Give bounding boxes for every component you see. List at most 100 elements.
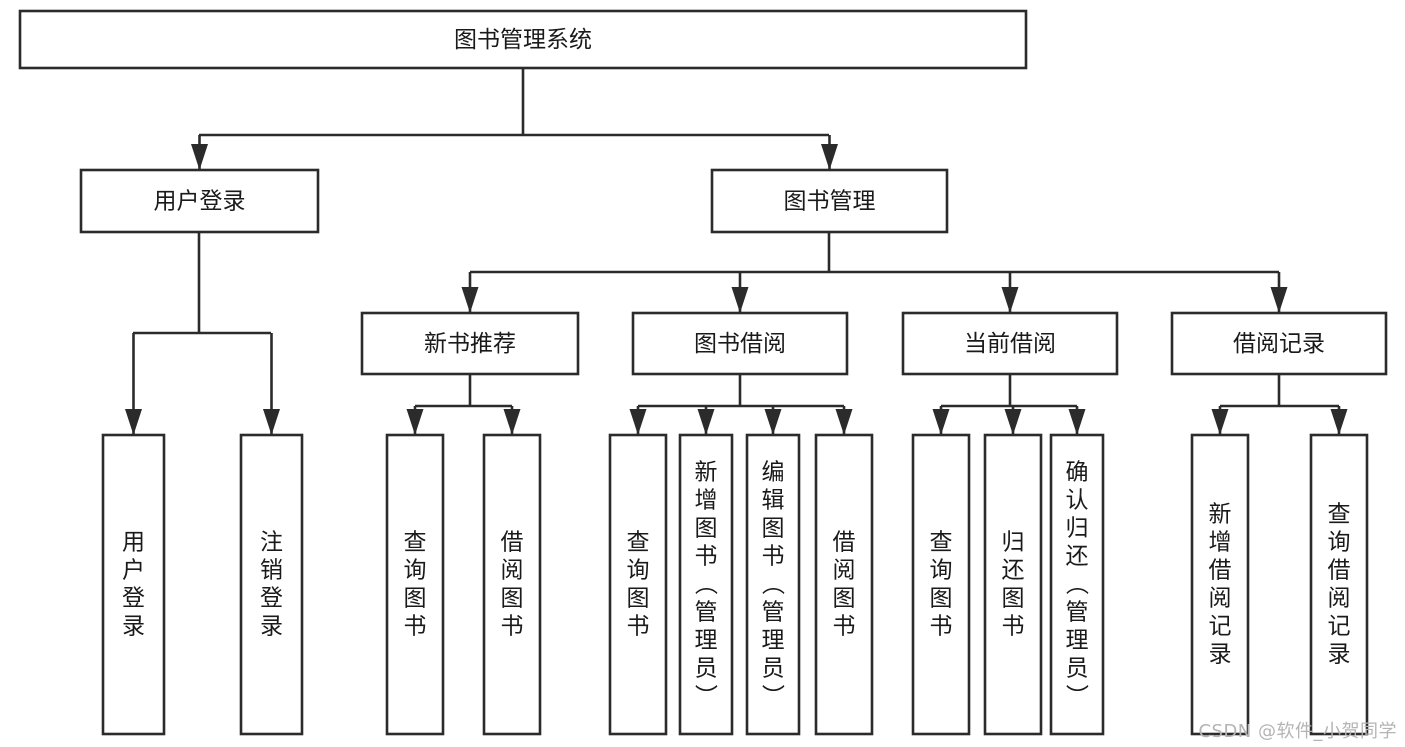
node-box-root[interactable] bbox=[18, 9, 1028, 70]
arrow-head-icon-leaf-add-record bbox=[1211, 409, 1229, 435]
node-label-book-manage: 图书管理 bbox=[784, 189, 876, 215]
node-label-char-leaf-return-book-2: 图 bbox=[1002, 586, 1025, 612]
arrow-head-icon-leaf-return-book bbox=[1004, 409, 1022, 435]
node-label-char-leaf-confirm-return-7: 员 bbox=[1066, 656, 1089, 682]
node-label-char-leaf-add-book-5: 管 bbox=[695, 600, 718, 626]
node-box-new-book-rec[interactable] bbox=[360, 311, 580, 376]
node-label-char-leaf-add-record-2: 借 bbox=[1209, 558, 1232, 584]
node-label-char-leaf-edit-book-8: ） bbox=[759, 684, 785, 707]
arrow-head-icon-leaf-query-book-1 bbox=[406, 409, 424, 435]
node-book-manage[interactable]: 图书管理 bbox=[710, 168, 949, 234]
node-box-leaf-borrow-book-1[interactable] bbox=[482, 433, 542, 736]
node-label-char-leaf-edit-book-0: 编 bbox=[762, 460, 785, 486]
node-user-login[interactable]: 用户登录 bbox=[79, 168, 320, 234]
node-label-char-leaf-return-book-0: 归 bbox=[1002, 530, 1025, 556]
node-label-char-leaf-query-record-3: 阅 bbox=[1328, 586, 1351, 612]
node-label-char-leaf-user-login-2: 登 bbox=[122, 586, 145, 612]
arrow-head-icon-leaf-logout bbox=[263, 409, 280, 435]
node-label-char-leaf-query-record-2: 借 bbox=[1328, 558, 1351, 584]
node-leaf-user-login[interactable]: 用户登录 bbox=[101, 433, 166, 736]
node-box-leaf-add-record[interactable] bbox=[1190, 433, 1250, 736]
arrow-head-icon-user-login bbox=[191, 144, 208, 170]
node-box-leaf-logout[interactable] bbox=[239, 433, 304, 736]
node-label-char-leaf-add-book-1: 增 bbox=[695, 488, 718, 514]
node-label-new-book-rec: 新书推荐 bbox=[424, 331, 516, 357]
node-label-char-leaf-logout-1: 销 bbox=[260, 558, 283, 584]
arrow-head-icon-leaf-borrow-book-1 bbox=[503, 409, 521, 435]
node-label-char-leaf-logout-3: 录 bbox=[260, 614, 283, 640]
node-box-leaf-confirm-return[interactable] bbox=[1049, 433, 1105, 736]
node-box-book-borrow[interactable] bbox=[631, 311, 849, 376]
node-borrow-record[interactable]: 借阅记录 bbox=[1170, 311, 1388, 376]
node-label-char-leaf-edit-book-4: （ bbox=[759, 572, 785, 595]
node-box-book-manage[interactable] bbox=[710, 168, 949, 234]
node-box-leaf-user-login[interactable] bbox=[101, 433, 166, 736]
node-label-char-leaf-confirm-return-6: 理 bbox=[1066, 628, 1089, 654]
node-label-char-leaf-query-book-2-3: 书 bbox=[627, 614, 650, 640]
node-label-char-leaf-add-record-4: 记 bbox=[1209, 614, 1232, 640]
node-new-book-rec[interactable]: 新书推荐 bbox=[360, 311, 580, 376]
node-label-char-leaf-borrow-book-2-3: 书 bbox=[833, 614, 856, 640]
node-label-char-leaf-logout-2: 登 bbox=[260, 586, 283, 612]
node-root[interactable]: 图书管理系统 bbox=[18, 9, 1028, 70]
node-label-char-leaf-confirm-return-5: 管 bbox=[1066, 600, 1089, 626]
node-label-char-leaf-edit-book-1: 辑 bbox=[762, 488, 785, 514]
node-label-char-leaf-confirm-return-2: 归 bbox=[1066, 516, 1089, 542]
arrow-head-icon-leaf-user-login bbox=[125, 409, 142, 435]
node-label-borrow-record: 借阅记录 bbox=[1233, 331, 1325, 357]
node-label-root: 图书管理系统 bbox=[454, 27, 592, 53]
node-label-char-leaf-borrow-book-2-0: 借 bbox=[833, 530, 856, 556]
node-box-leaf-borrow-book-2[interactable] bbox=[814, 433, 874, 736]
node-label-char-leaf-add-book-0: 新 bbox=[695, 460, 718, 486]
node-box-leaf-query-record[interactable] bbox=[1309, 433, 1369, 736]
node-label-char-leaf-edit-book-3: 书 bbox=[762, 544, 785, 570]
node-box-borrow-record[interactable] bbox=[1170, 311, 1388, 376]
node-box-leaf-return-book[interactable] bbox=[983, 433, 1043, 736]
node-label-char-leaf-add-record-5: 录 bbox=[1209, 642, 1232, 668]
node-label-char-leaf-return-book-3: 书 bbox=[1002, 614, 1025, 640]
node-box-current-borrow[interactable] bbox=[901, 311, 1119, 376]
arrow-head-icon-leaf-add-book bbox=[697, 409, 715, 435]
node-box-leaf-edit-book[interactable] bbox=[745, 433, 801, 736]
node-label-char-leaf-confirm-return-8: ） bbox=[1063, 684, 1089, 707]
node-label-char-leaf-edit-book-2: 图 bbox=[762, 516, 785, 542]
node-box-leaf-query-book-1[interactable] bbox=[385, 433, 445, 736]
node-box-leaf-query-book-3[interactable] bbox=[911, 433, 971, 736]
arrow-head-icon-leaf-query-record bbox=[1330, 409, 1348, 435]
arrow-head-icon-borrow-record bbox=[1270, 287, 1288, 313]
node-label-char-leaf-logout-0: 注 bbox=[260, 530, 283, 556]
node-book-borrow[interactable]: 图书借阅 bbox=[631, 311, 849, 376]
node-label-char-leaf-user-login-0: 用 bbox=[122, 530, 145, 556]
arrow-head-icon-leaf-edit-book bbox=[764, 409, 782, 435]
node-label-char-leaf-borrow-book-1-2: 图 bbox=[501, 586, 524, 612]
arrow-head-icon-new-book-rec bbox=[461, 287, 479, 313]
node-label-char-leaf-query-book-1-1: 询 bbox=[404, 558, 427, 584]
node-label-char-leaf-add-book-4: （ bbox=[692, 572, 718, 595]
arrow-head-icon-leaf-query-book-3 bbox=[932, 409, 950, 435]
node-label-char-leaf-add-record-3: 阅 bbox=[1209, 586, 1232, 612]
node-box-leaf-add-book[interactable] bbox=[678, 433, 734, 736]
node-box-user-login[interactable] bbox=[79, 168, 320, 234]
node-box-leaf-query-book-2[interactable] bbox=[608, 433, 668, 736]
csdn-watermark: CSDN @软件_小贺同学 bbox=[1198, 721, 1397, 742]
node-label-char-leaf-query-record-4: 记 bbox=[1328, 614, 1351, 640]
node-label-char-leaf-edit-book-7: 员 bbox=[762, 656, 785, 682]
node-current-borrow[interactable]: 当前借阅 bbox=[901, 311, 1119, 376]
edges-layer bbox=[125, 68, 1348, 435]
arrow-head-icon-book-manage bbox=[821, 144, 838, 170]
arrow-head-icon-leaf-query-book-2 bbox=[629, 409, 647, 435]
